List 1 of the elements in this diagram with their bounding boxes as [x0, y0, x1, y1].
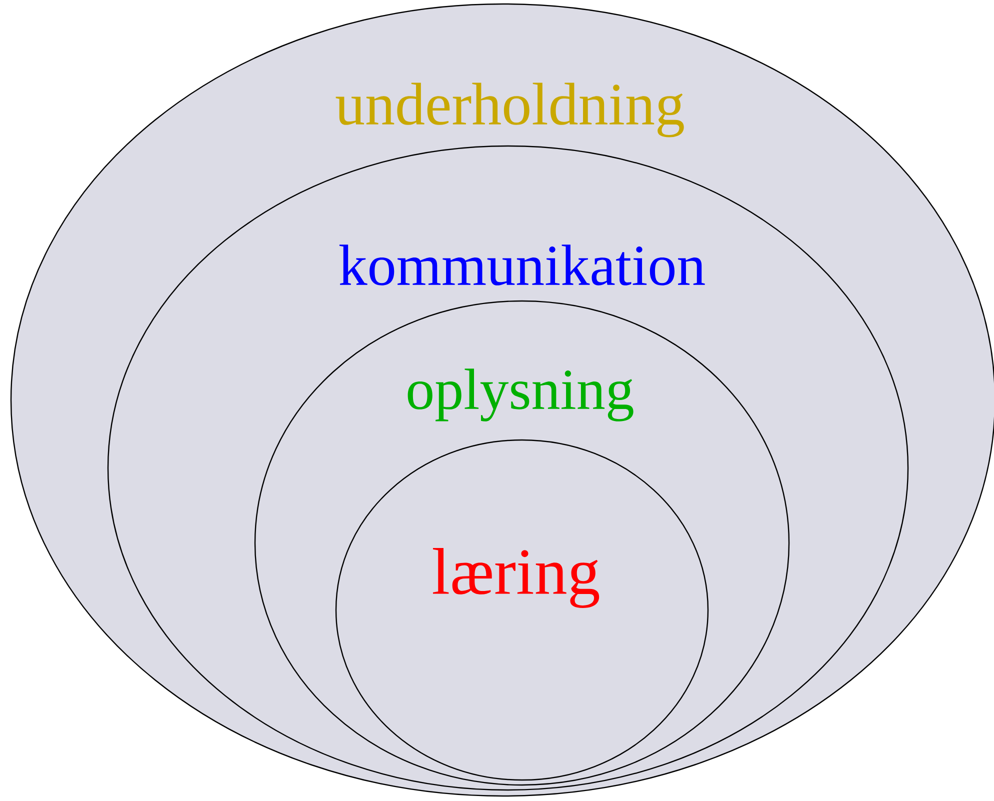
ellipse-region: læring — [335, 439, 709, 781]
